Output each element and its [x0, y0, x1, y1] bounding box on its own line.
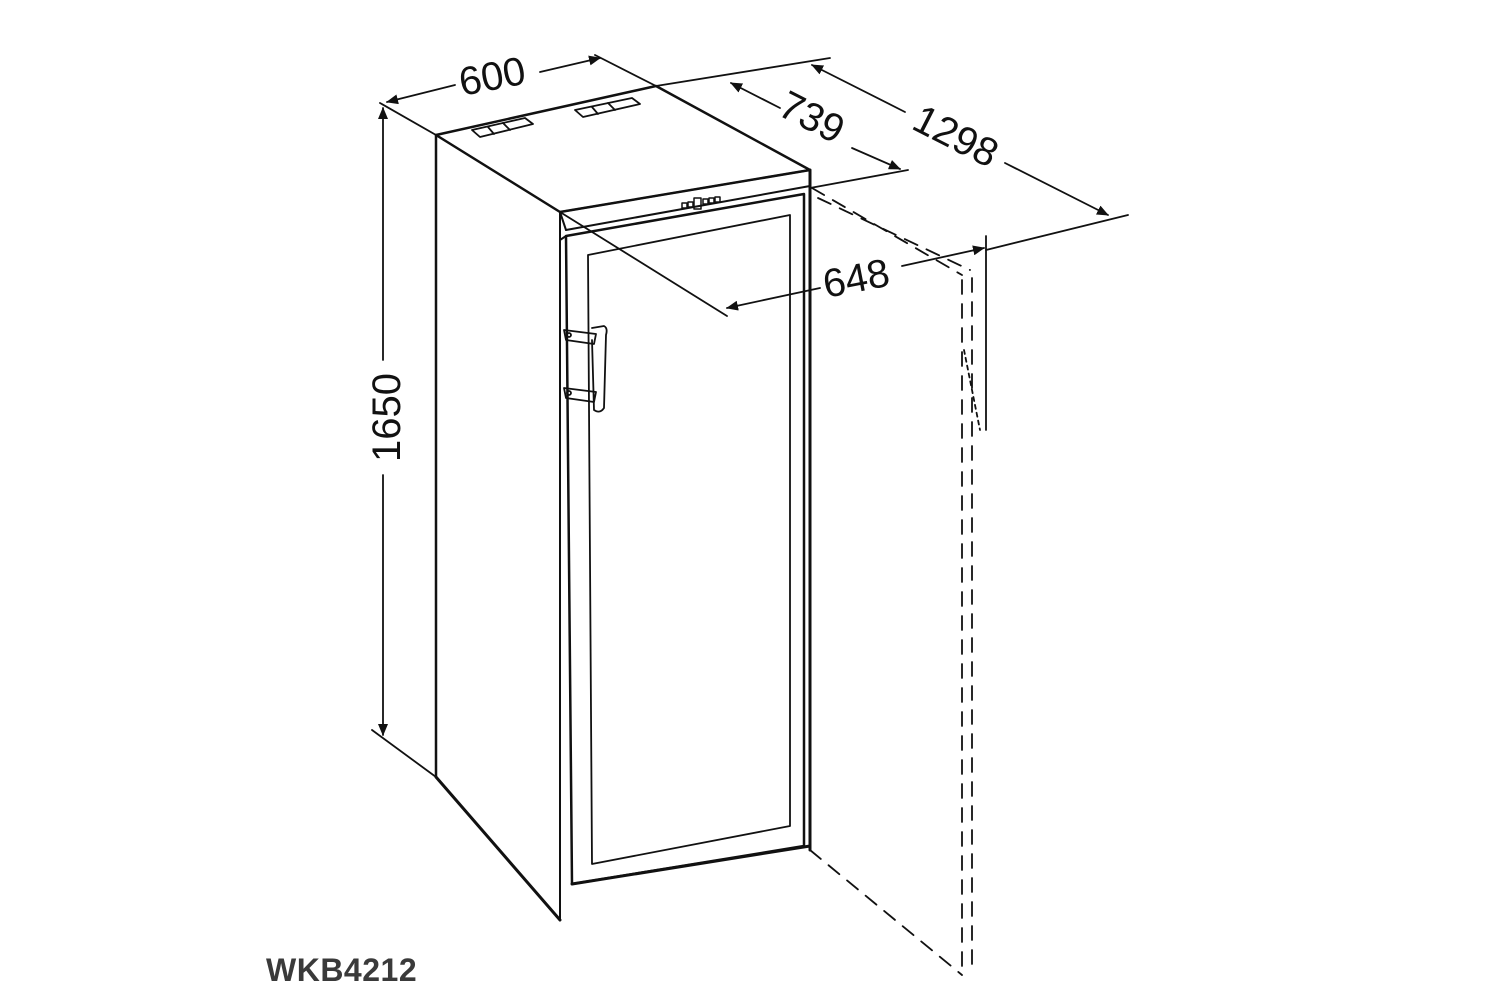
door-open-outline — [809, 187, 981, 976]
dimension-door-swing — [559, 211, 985, 317]
label-height: 1650 — [365, 373, 409, 462]
dimension-depth-door-open — [811, 64, 1129, 251]
dimension-width — [386, 54, 657, 105]
glass-door — [559, 192, 812, 921]
dimension-height — [371, 102, 437, 778]
dimension-depth — [655, 57, 909, 189]
cabinet-body — [434, 84, 812, 922]
label-depth-door-open: 1298 — [906, 97, 1005, 177]
label-width: 600 — [455, 49, 529, 105]
top-vent-grille — [471, 97, 641, 138]
door-handle — [563, 325, 608, 413]
model-number-label: WKB4212 — [266, 952, 418, 988]
control-panel — [681, 196, 721, 210]
label-door-swing: 648 — [819, 251, 893, 307]
label-depth: 739 — [772, 83, 851, 153]
